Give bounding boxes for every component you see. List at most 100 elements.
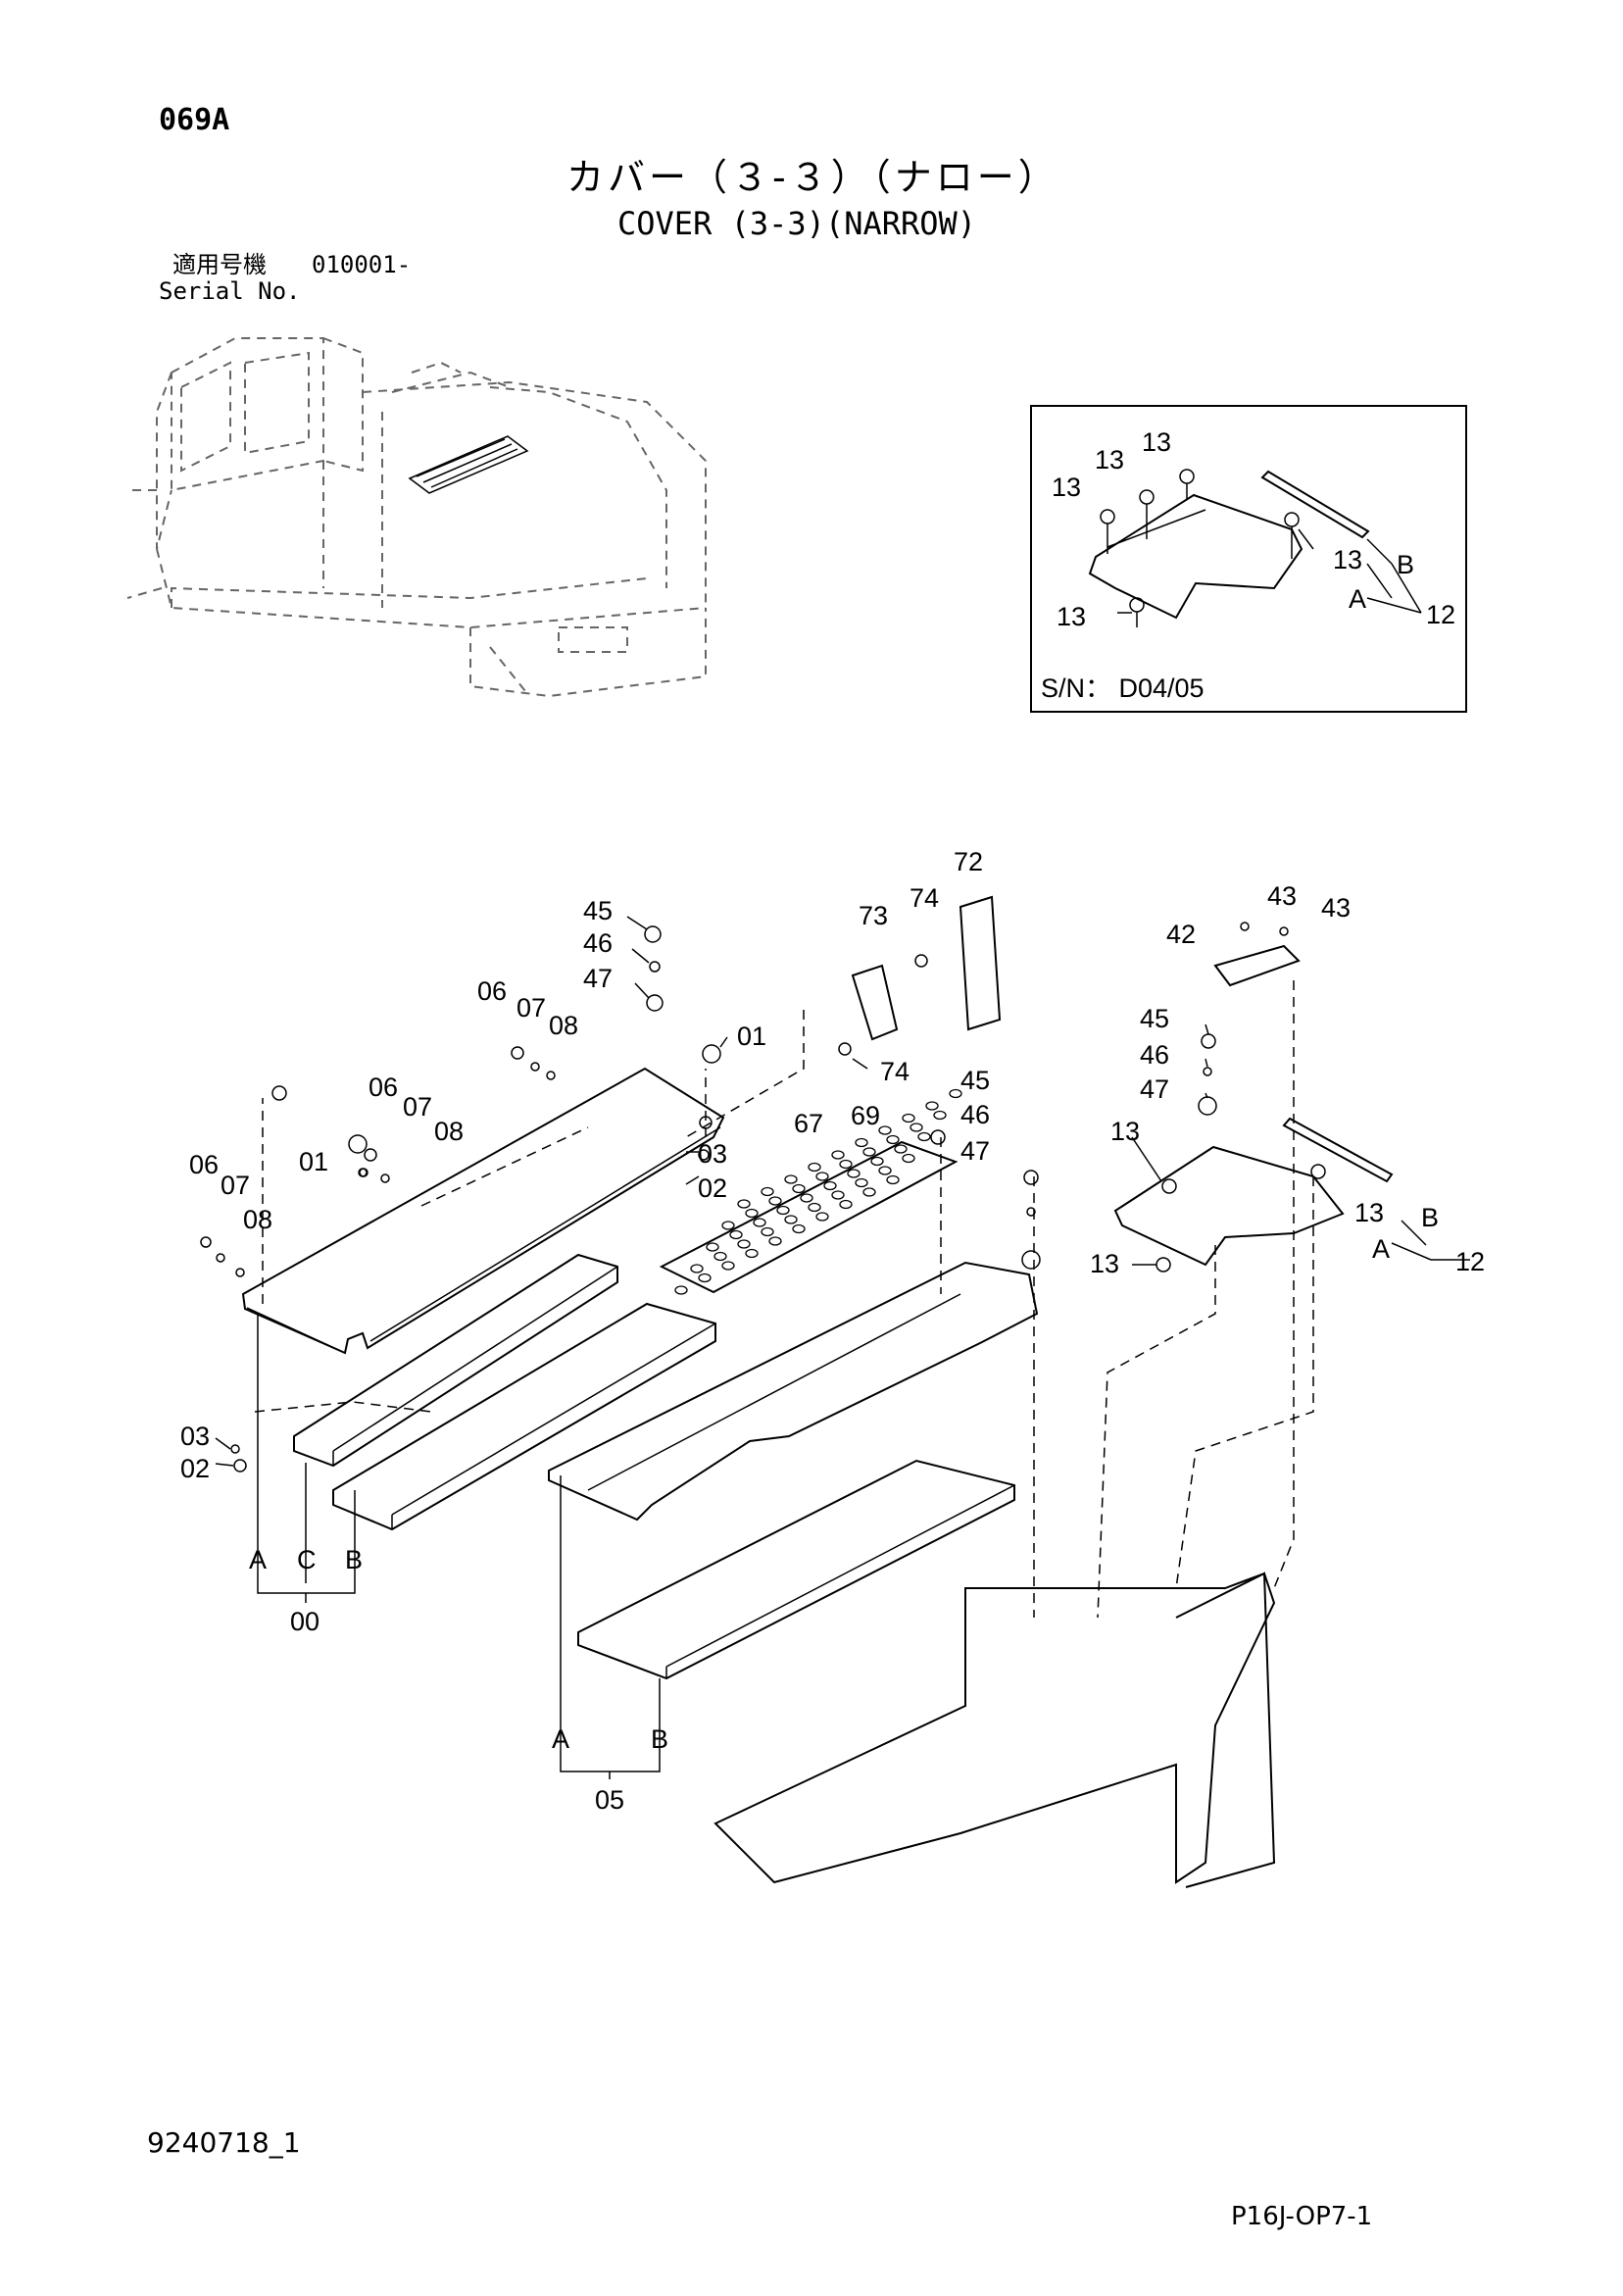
callout-74-lower: 74: [880, 1057, 910, 1086]
callout-13-lower: 13: [1090, 1249, 1119, 1278]
perforation-hole: [761, 1186, 774, 1197]
callout-08-mid: 08: [434, 1117, 464, 1146]
callout-42: 42: [1166, 920, 1196, 949]
perforation-hole: [925, 1101, 939, 1111]
perforation-hole: [792, 1223, 806, 1234]
serial-label-english: Serial No.: [159, 277, 301, 305]
perforation-hole: [737, 1199, 751, 1209]
callout-45-center: 45: [960, 1066, 990, 1095]
callout-06: 06: [477, 976, 507, 1006]
perforation-hole: [878, 1166, 892, 1175]
callout-74: 74: [910, 883, 939, 913]
callout-c-assembly-00: C: [297, 1545, 317, 1574]
machine-overview-illustration: [126, 337, 707, 698]
callout-46-right: 46: [1140, 1040, 1169, 1070]
callout-08-left: 08: [243, 1205, 272, 1234]
callout-a-assembly-00: A: [249, 1545, 267, 1574]
callout-72: 72: [954, 847, 983, 876]
perforation-hole: [737, 1239, 751, 1249]
callout-02: 02: [698, 1173, 727, 1203]
inset-serial-note: S/N： D04/05: [1041, 674, 1205, 703]
perforation-hole: [862, 1147, 876, 1157]
callout-45-right: 45: [1140, 1004, 1169, 1033]
inset-callout-13-mid: 13: [1095, 445, 1124, 474]
perforation-hole: [831, 1150, 845, 1160]
callout-b-right: B: [1421, 1203, 1439, 1232]
inset-callout-13-bottom: 13: [1057, 602, 1086, 631]
callout-labels: 45 46 47 06 07 08 01 73 74 72 74 06 07 0…: [180, 847, 1485, 1815]
callout-45: 45: [583, 896, 613, 925]
perforation-hole: [839, 1199, 853, 1210]
perforation-hole: [839, 1159, 853, 1170]
perforation-hole: [910, 1123, 923, 1132]
callout-06-left: 06: [189, 1150, 219, 1179]
perforation-hole: [674, 1285, 688, 1295]
perforation-hole: [823, 1180, 837, 1191]
perforation-hole: [745, 1208, 759, 1219]
perforation-hole: [721, 1261, 735, 1271]
callout-47-center: 47: [960, 1136, 990, 1166]
callout-69: 69: [851, 1101, 880, 1130]
inset-callout-a: A: [1349, 584, 1366, 614]
perforation-hole: [855, 1137, 868, 1148]
callout-67: 67: [794, 1109, 823, 1138]
exploded-view: [200, 895, 1470, 1888]
perforation-hole: [878, 1125, 892, 1135]
perforation-hole: [831, 1190, 845, 1200]
perforation-hole: [886, 1134, 900, 1145]
inset-callout-13-right: 13: [1333, 545, 1362, 574]
document-number: 9240718_1: [147, 2126, 301, 2159]
inset-callout-13-left: 13: [1052, 473, 1081, 502]
perforation-hole: [753, 1218, 766, 1227]
callout-08: 08: [549, 1011, 578, 1040]
callout-46: 46: [583, 928, 613, 958]
perforation-hole: [721, 1221, 735, 1230]
perforation-hole: [729, 1229, 743, 1240]
callout-47-right: 47: [1140, 1074, 1169, 1104]
inset-variant-box: 13 13 13 13 13 B A 12 S/N： D04/05: [1030, 405, 1467, 713]
callout-a-assembly-05: A: [552, 1724, 569, 1754]
title-japanese: カバー（３-３）（ナロー）: [566, 156, 1059, 199]
callout-47: 47: [583, 964, 613, 993]
serial-value: 010001-: [312, 251, 412, 278]
callout-06-mid: 06: [369, 1073, 398, 1102]
callout-13-right: 13: [1354, 1198, 1384, 1227]
perforation-hole: [784, 1174, 798, 1184]
callout-12: 12: [1455, 1247, 1485, 1276]
perforation-pattern: [674, 1088, 962, 1295]
perforation-hole: [706, 1242, 719, 1252]
perforation-hole: [847, 1169, 861, 1178]
callout-01-left: 01: [299, 1147, 328, 1176]
callout-02-left: 02: [180, 1454, 210, 1483]
callout-01: 01: [737, 1022, 766, 1051]
callout-a-right: A: [1372, 1234, 1390, 1264]
callout-b-assembly-05: B: [651, 1724, 668, 1754]
perforation-hole: [815, 1172, 829, 1181]
callout-03: 03: [698, 1139, 727, 1169]
perforation-hole: [917, 1131, 931, 1142]
perforation-hole: [949, 1088, 962, 1099]
perforation-hole: [761, 1226, 774, 1237]
perforation-hole: [808, 1162, 821, 1173]
page-reference: P16J-OP7-1: [1231, 2202, 1373, 2231]
perforation-hole: [713, 1251, 727, 1262]
inset-callout-12: 12: [1426, 600, 1455, 629]
perforation-hole: [870, 1156, 884, 1167]
callout-05: 05: [595, 1785, 624, 1815]
inset-callout-13-top: 13: [1142, 427, 1171, 457]
perforation-hole: [894, 1144, 908, 1154]
callout-46-center: 46: [960, 1100, 990, 1129]
callout-07-left: 07: [221, 1171, 250, 1200]
callout-13-upper: 13: [1110, 1117, 1140, 1146]
perforation-hole: [768, 1236, 782, 1246]
perforation-hole: [886, 1174, 900, 1185]
perforation-hole: [792, 1183, 806, 1194]
callout-b-assembly-00: B: [345, 1545, 363, 1574]
perforation-hole: [768, 1196, 782, 1206]
perforation-hole: [862, 1187, 876, 1197]
callout-43: 43: [1267, 881, 1297, 911]
callout-00: 00: [290, 1607, 320, 1636]
perforation-hole: [933, 1110, 947, 1121]
callout-43-right: 43: [1321, 893, 1351, 923]
